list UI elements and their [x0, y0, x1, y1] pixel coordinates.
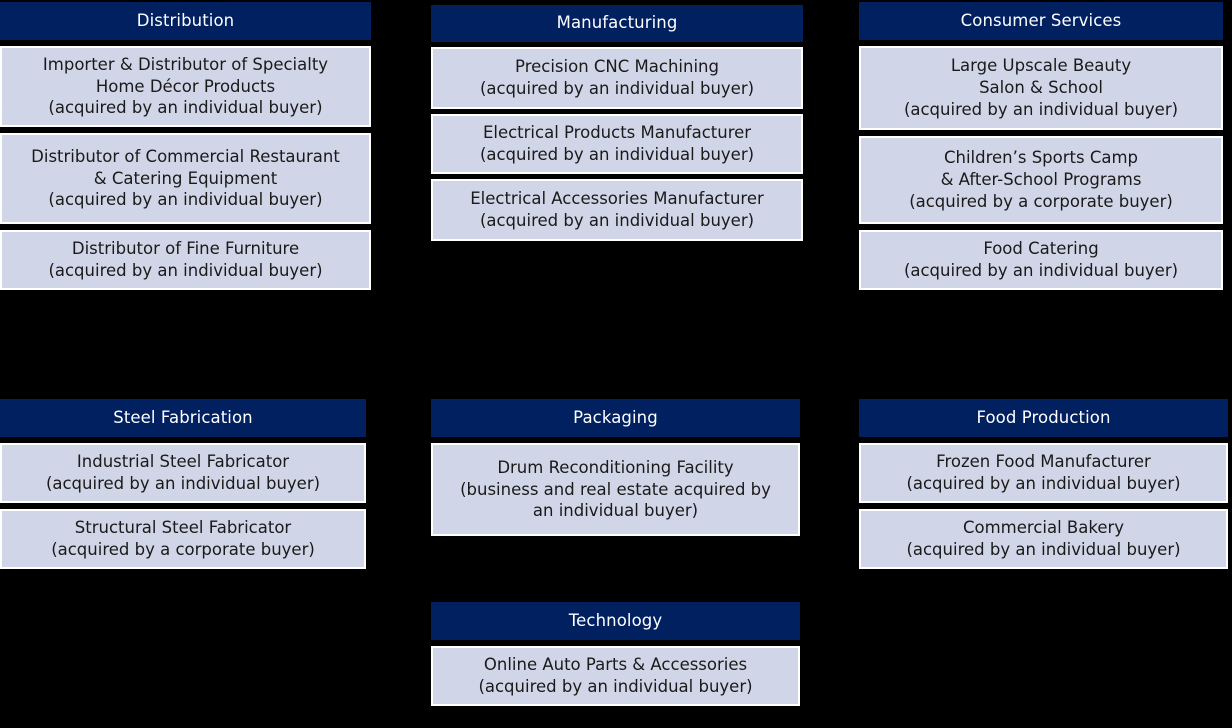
category-column-technology: Technology Online Auto Parts & Accessori…: [431, 602, 800, 706]
category-column-packaging: Packaging Drum Reconditioning Facility (…: [431, 399, 800, 536]
transaction-card: Importer & Distributor of Specialty Home…: [0, 46, 371, 127]
transaction-card: Commercial Bakery (acquired by an indivi…: [859, 509, 1228, 569]
category-header-steel-fabrication: Steel Fabrication: [0, 399, 366, 437]
category-column-steel-fabrication: Steel Fabrication Industrial Steel Fabri…: [0, 399, 366, 569]
category-header-food-production: Food Production: [859, 399, 1228, 437]
category-header-technology: Technology: [431, 602, 800, 640]
transaction-card: Distributor of Fine Furniture (acquired …: [0, 230, 371, 290]
category-column-manufacturing: Manufacturing Precision CNC Machining (a…: [431, 5, 803, 241]
transaction-card: Frozen Food Manufacturer (acquired by an…: [859, 443, 1228, 503]
transaction-card: Industrial Steel Fabricator (acquired by…: [0, 443, 366, 503]
category-header-packaging: Packaging: [431, 399, 800, 437]
transaction-card: Online Auto Parts & Accessories (acquire…: [431, 646, 800, 706]
transaction-card: Food Catering (acquired by an individual…: [859, 230, 1223, 290]
transaction-card: Distributor of Commercial Restaurant & C…: [0, 133, 371, 224]
transaction-card: Children’s Sports Camp & After-School Pr…: [859, 136, 1223, 224]
transaction-card: Precision CNC Machining (acquired by an …: [431, 47, 803, 109]
category-column-food-production: Food Production Frozen Food Manufacturer…: [859, 399, 1228, 569]
category-column-consumer-services: Consumer Services Large Upscale Beauty S…: [859, 2, 1223, 290]
transaction-card: Structural Steel Fabricator (acquired by…: [0, 509, 366, 569]
category-column-distribution: Distribution Importer & Distributor of S…: [0, 2, 371, 290]
transaction-card: Electrical Accessories Manufacturer (acq…: [431, 179, 803, 241]
category-header-consumer-services: Consumer Services: [859, 2, 1223, 40]
transaction-card: Drum Reconditioning Facility (business a…: [431, 443, 800, 536]
transaction-card: Large Upscale Beauty Salon & School (acq…: [859, 46, 1223, 130]
transaction-card: Electrical Products Manufacturer (acquir…: [431, 114, 803, 174]
category-header-distribution: Distribution: [0, 2, 371, 40]
category-header-manufacturing: Manufacturing: [431, 5, 803, 42]
